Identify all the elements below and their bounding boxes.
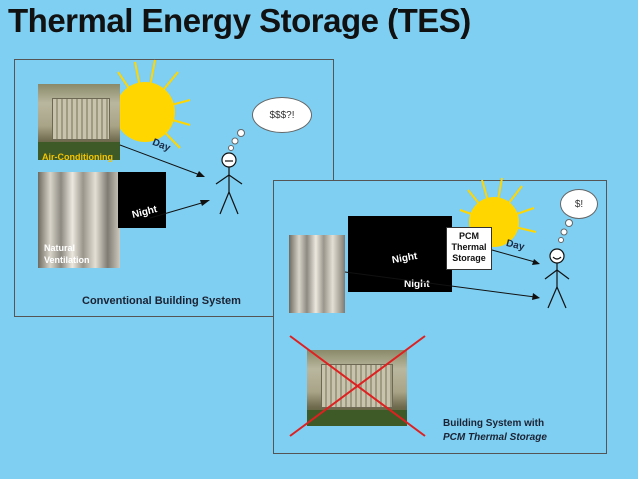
arrows-panel-2 (344, 249, 540, 300)
pcm-label-line1: PCM (459, 231, 479, 241)
night-label-3: Night (404, 279, 430, 290)
pcm-caption-line1: Building System with (443, 418, 545, 429)
natural-ventilation-label-1: Natural (44, 243, 76, 253)
pcm-label-line2: Thermal (451, 242, 487, 252)
natural-ventilation-photo-2 (289, 235, 345, 313)
air-conditioning-label: Air-Conditioning (42, 152, 113, 162)
air-conditioner-photo (38, 84, 120, 160)
thought-bubble-2: $! (560, 189, 598, 219)
cross-out-icon (289, 335, 426, 437)
thought-bubble: $$$?! (252, 97, 312, 133)
natural-ventilation-label-2: Ventilation (44, 255, 90, 265)
arrows-panel-1 (119, 144, 210, 219)
natural-ventilation-photo (38, 172, 120, 268)
pcm-thermal-storage-box: PCM Thermal Storage (446, 227, 492, 270)
person-icon-2 (544, 219, 573, 309)
pcm-label-line3: Storage (452, 253, 486, 263)
page-title: Thermal Energy Storage (TES) (8, 2, 471, 39)
pcm-caption-line2: PCM Thermal Storage (443, 432, 547, 443)
person-icon (215, 129, 245, 215)
night-sky-box (118, 172, 166, 228)
conventional-caption: Conventional Building System (82, 295, 241, 307)
